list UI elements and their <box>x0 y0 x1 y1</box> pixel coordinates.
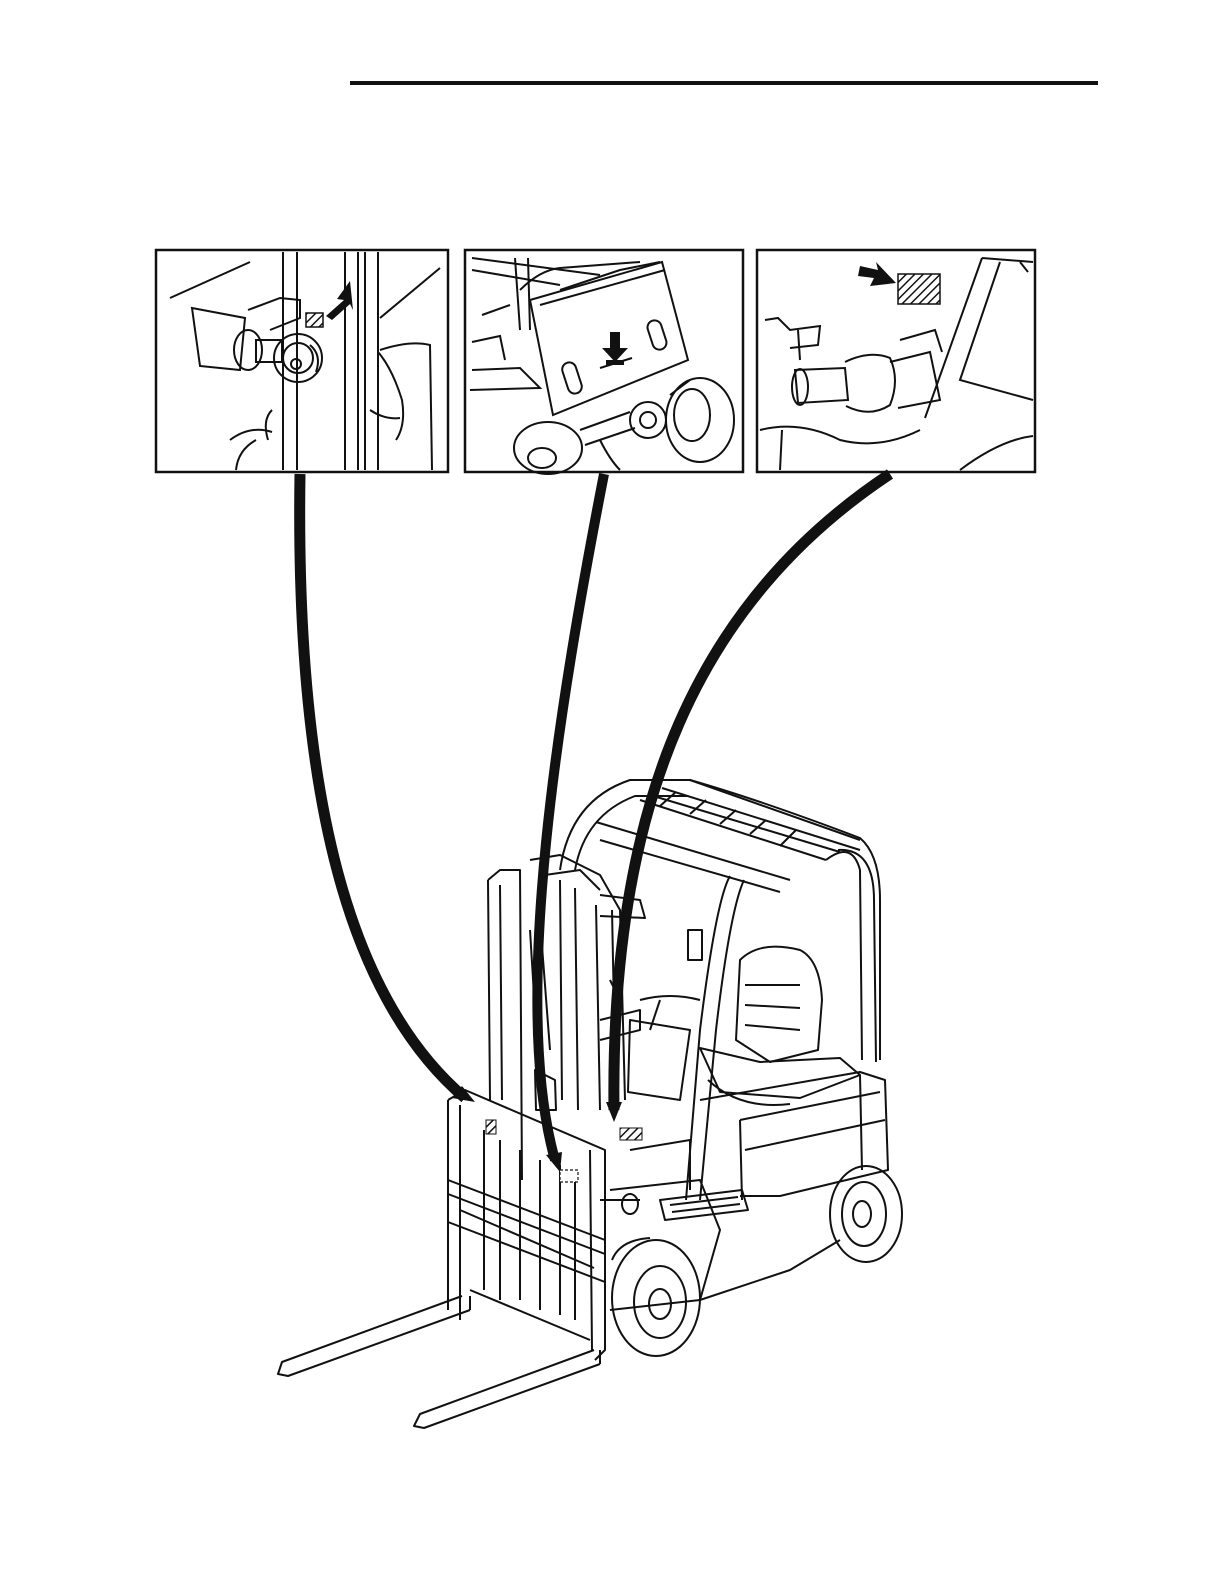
detail-view-1 <box>156 250 448 472</box>
detail-view-3 <box>757 250 1035 472</box>
label-target-3 <box>620 1128 642 1140</box>
label-target-2 <box>560 1170 578 1182</box>
forklift-illustration <box>278 780 902 1428</box>
label-target-1 <box>486 1120 496 1134</box>
detail-view-2 <box>465 250 743 474</box>
